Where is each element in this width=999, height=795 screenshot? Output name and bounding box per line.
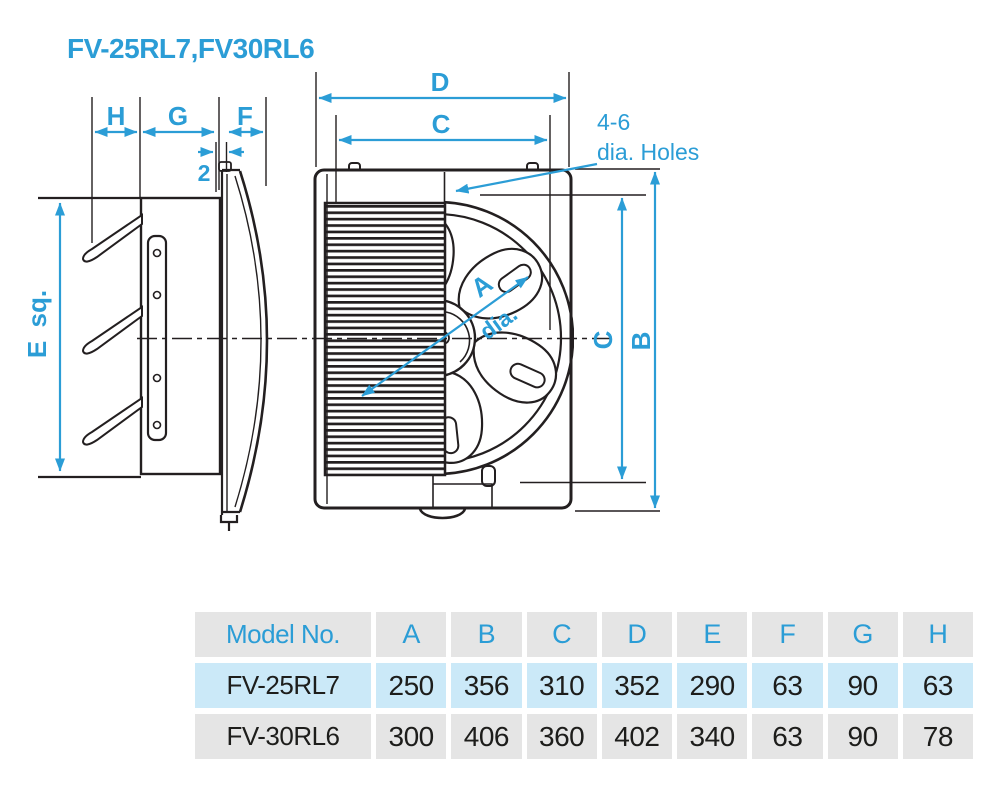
- value-cell: 90: [827, 663, 898, 708]
- value-cell: 352: [601, 663, 672, 708]
- value-cell: 402: [601, 714, 672, 759]
- value-cell: 63: [752, 663, 823, 708]
- value-cell: 360: [526, 714, 597, 759]
- holes-leader-arrow: [455, 162, 598, 194]
- bellmouth-foot: [481, 465, 496, 487]
- dim-a-dia-arrow: [361, 276, 529, 397]
- value-cell: 356: [451, 663, 522, 708]
- holes-note-line2: dia. Holes: [597, 139, 699, 165]
- col-header-a: A: [376, 612, 447, 657]
- fan-blade-side-bottom: [81, 396, 143, 446]
- extension-lines: [91, 72, 660, 512]
- value-cell: 78: [902, 714, 973, 759]
- col-header-b: B: [451, 612, 522, 657]
- value-cell: 300: [376, 714, 447, 759]
- value-cell: 310: [526, 663, 597, 708]
- label-b: B: [626, 332, 656, 351]
- col-header-f: F: [752, 612, 823, 657]
- holes-note: 4-6 dia. Holes: [597, 109, 699, 165]
- fan-blade-side-top: [81, 213, 143, 263]
- col-header-model: Model No.: [195, 612, 371, 657]
- col-header-e: E: [677, 612, 748, 657]
- value-cell: 250: [376, 663, 447, 708]
- fan-dimension-diagram: H G F 2 E sq. D C C B A dia. 4-6 dia. Ho…: [22, 67, 699, 531]
- bracket-hole: [152, 290, 162, 300]
- value-cell: 340: [677, 714, 748, 759]
- holes-note-line1: 4-6: [597, 109, 630, 135]
- side-view: [38, 161, 269, 531]
- label-d: D: [431, 67, 450, 97]
- label-f: F: [237, 101, 253, 131]
- label-c-side: C: [588, 330, 618, 349]
- dimension-arrows: [55, 93, 660, 509]
- label-g: G: [168, 101, 188, 131]
- model-name-cell: FV-30RL6: [195, 714, 371, 759]
- bracket-hole: [152, 248, 162, 258]
- col-header-g: G: [827, 612, 898, 657]
- label-e-sq: E sq.: [22, 290, 52, 358]
- col-header-d: D: [601, 612, 672, 657]
- page-title: FV-25RL7,FV30RL6: [67, 33, 315, 64]
- label-gap-2: 2: [198, 160, 211, 186]
- value-cell: 63: [902, 663, 973, 708]
- label-c-top: C: [432, 109, 451, 139]
- label-h: H: [107, 101, 126, 131]
- value-cell: 406: [451, 714, 522, 759]
- bracket-hole: [152, 420, 162, 430]
- col-header-h: H: [902, 612, 973, 657]
- bottom-panel-lines: [433, 483, 493, 507]
- spec-table: Model No. A B C D E F G H FV-25RL7 250 3…: [195, 612, 973, 759]
- model-name-cell: FV-25RL7: [195, 663, 371, 708]
- fan-blade-side-middle: [81, 305, 143, 355]
- col-header-c: C: [526, 612, 597, 657]
- value-cell: 290: [677, 663, 748, 708]
- bracket-hole: [152, 373, 162, 383]
- value-cell: 90: [827, 714, 898, 759]
- louver-panel-side: [218, 161, 269, 531]
- value-cell: 63: [752, 714, 823, 759]
- bottom-bump: [418, 508, 467, 520]
